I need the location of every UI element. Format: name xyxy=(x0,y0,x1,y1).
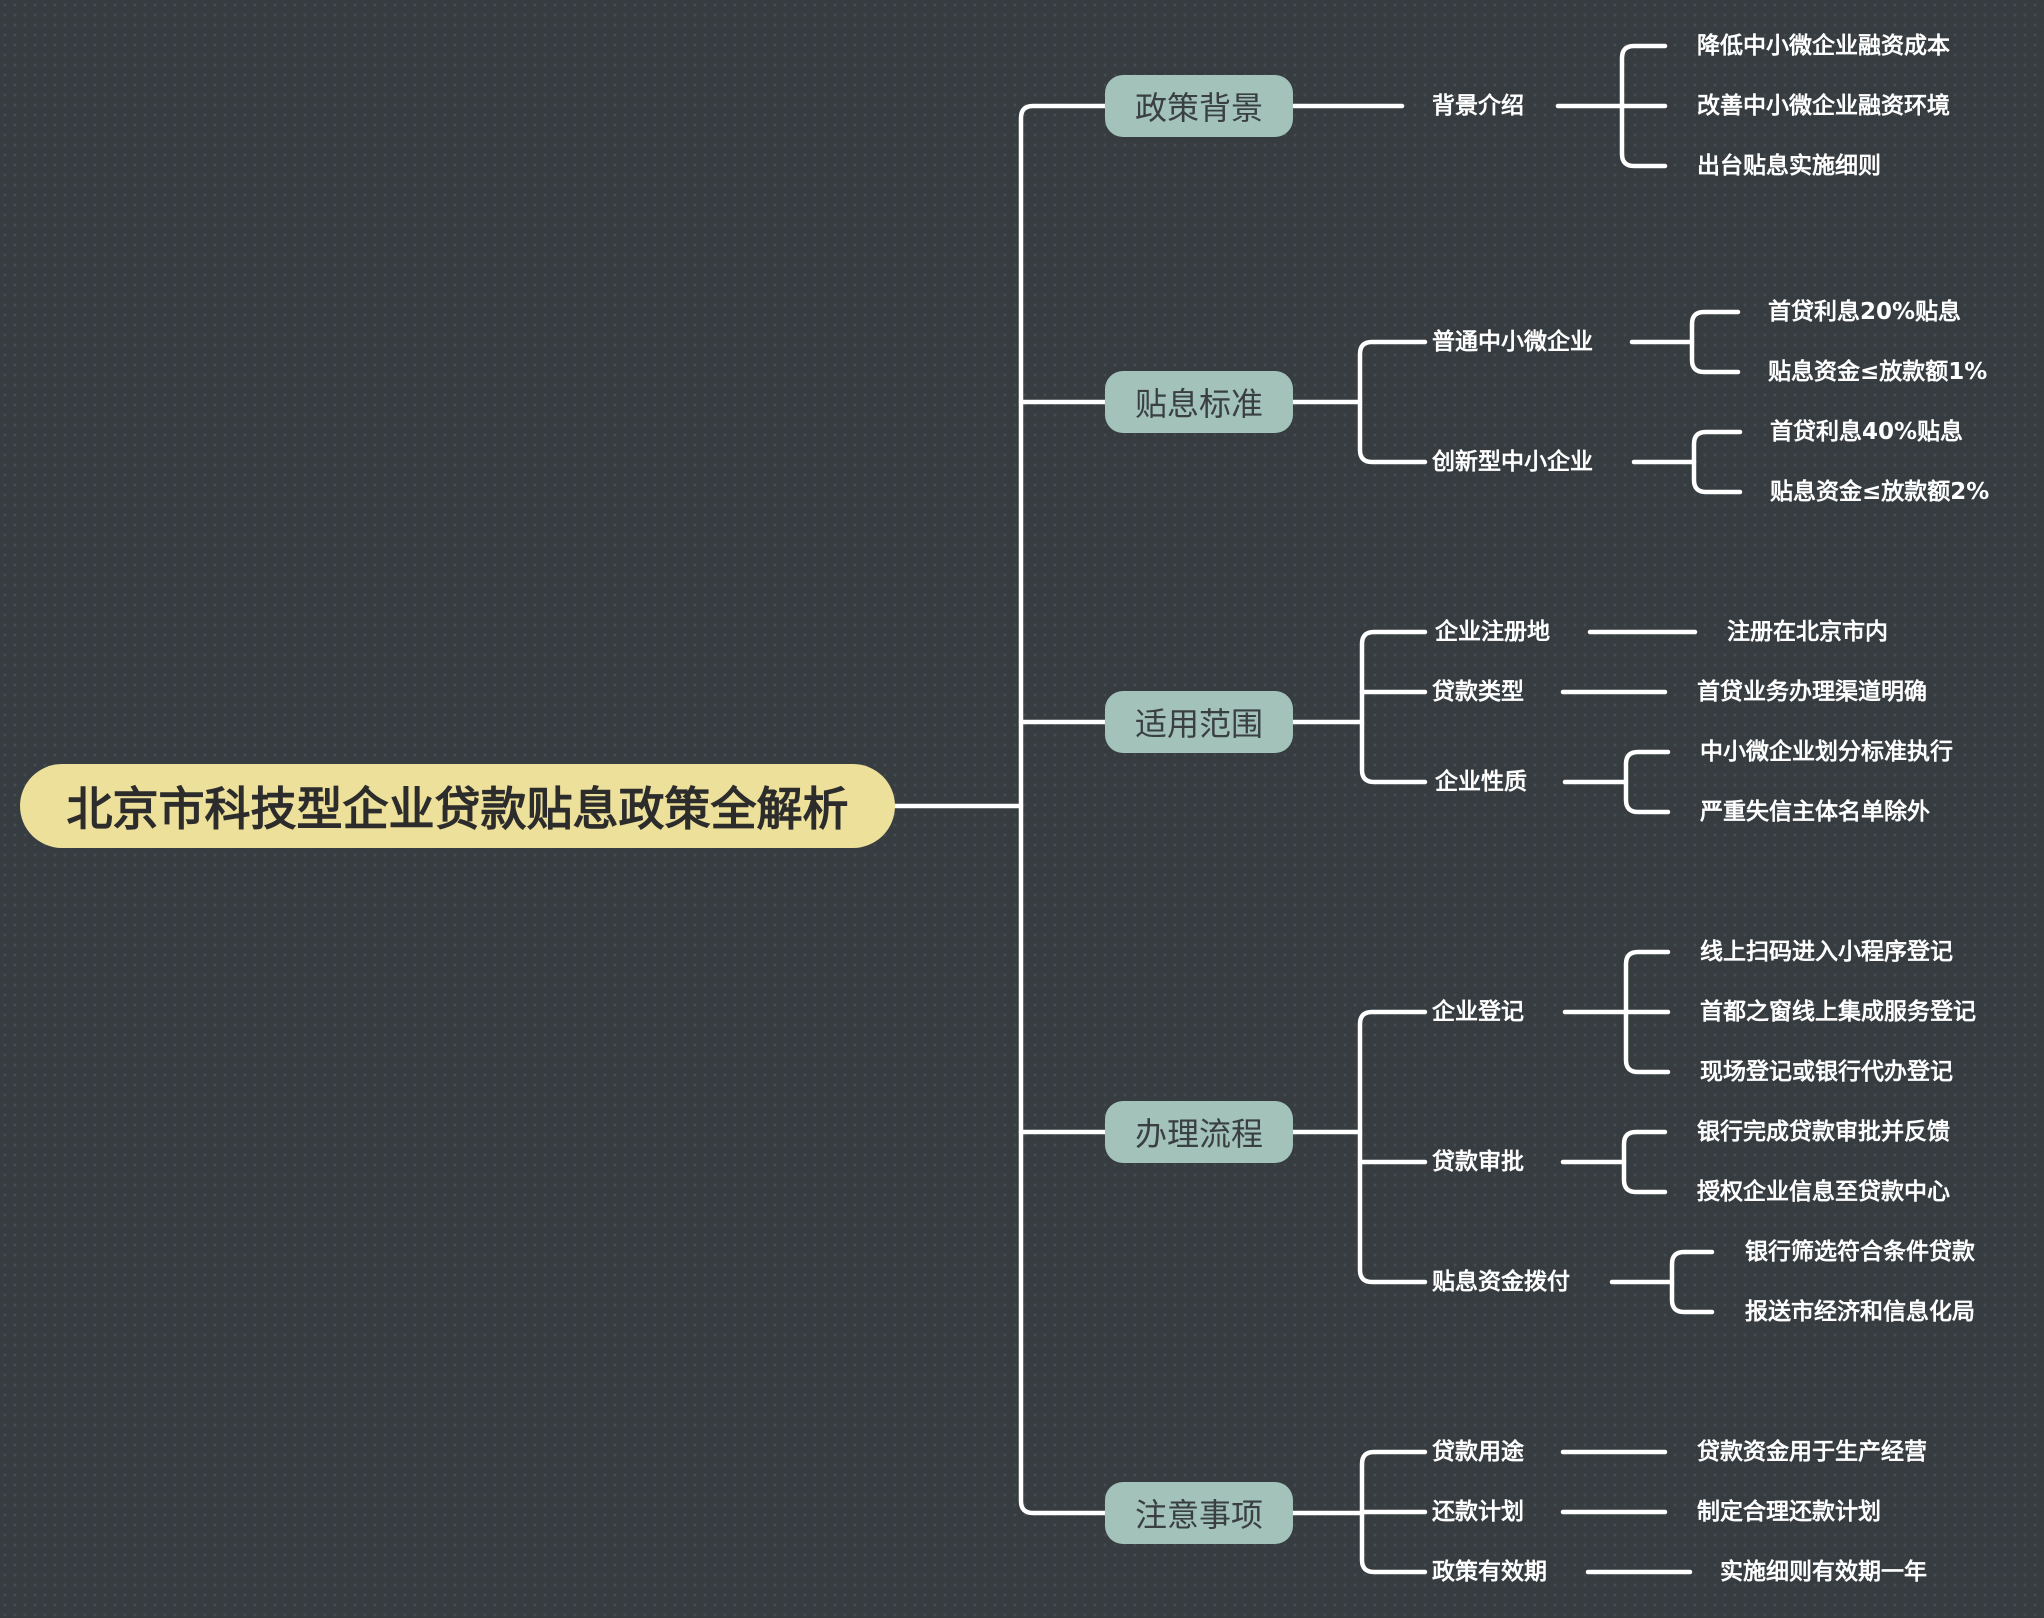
leaf-topic[interactable]: 首贷业务办理渠道明确 xyxy=(1697,679,1927,705)
leaf-topic[interactable]: 现场登记或银行代办登记 xyxy=(1700,1059,1953,1085)
connector-line xyxy=(1669,1249,1715,1315)
connector-line xyxy=(1357,339,1428,465)
connector-line xyxy=(1691,429,1743,495)
leaf-topic[interactable]: 贴息资金≤放款额1% xyxy=(1768,359,1988,385)
connector-line xyxy=(1357,1009,1428,1285)
branch-subsidy-standard[interactable]: 贴息标准 xyxy=(1105,371,1293,433)
leaf-topic[interactable]: 报送市经济和信息化局 xyxy=(1745,1299,1975,1325)
subtopic-repayment-plan[interactable]: 还款计划 xyxy=(1432,1499,1524,1525)
leaf-topic[interactable]: 银行完成贷款审批并反馈 xyxy=(1697,1119,1950,1145)
leaf-topic[interactable]: 中小微企业划分标准执行 xyxy=(1700,739,1953,765)
connector-line xyxy=(1018,103,1108,1516)
subtopic-enterprise-nature[interactable]: 企业性质 xyxy=(1435,769,1527,795)
leaf-topic[interactable]: 制定合理还款计划 xyxy=(1697,1499,1881,1525)
leaf-topic[interactable]: 严重失信主体名单除外 xyxy=(1700,799,1930,825)
leaf-topic[interactable]: 出台贴息实施细则 xyxy=(1697,153,1881,179)
subtopic-loan-type[interactable]: 贷款类型 xyxy=(1432,679,1524,705)
subtopic-loan-approval[interactable]: 贷款审批 xyxy=(1432,1149,1524,1175)
root-topic[interactable]: 北京市科技型企业贷款贴息政策全解析 xyxy=(20,764,895,848)
leaf-topic[interactable]: 贷款资金用于生产经营 xyxy=(1697,1439,1927,1465)
connector-line xyxy=(1621,1129,1668,1195)
leaf-topic[interactable]: 线上扫码进入小程序登记 xyxy=(1700,939,1953,965)
subtopic-registration-place[interactable]: 企业注册地 xyxy=(1435,619,1550,645)
leaf-topic[interactable]: 实施细则有效期一年 xyxy=(1720,1559,1927,1585)
leaf-topic[interactable]: 首都之窗线上集成服务登记 xyxy=(1700,999,1976,1025)
connector-line xyxy=(1689,309,1741,375)
branch-process[interactable]: 办理流程 xyxy=(1105,1101,1293,1163)
branch-policy-background[interactable]: 政策背景 xyxy=(1105,75,1293,137)
leaf-topic[interactable]: 授权企业信息至贷款中心 xyxy=(1697,1179,1950,1205)
leaf-topic[interactable]: 降低中小微企业融资成本 xyxy=(1697,33,1950,59)
leaf-topic[interactable]: 改善中小微企业融资环境 xyxy=(1697,93,1950,119)
leaf-topic[interactable]: 银行筛选符合条件贷款 xyxy=(1745,1239,1975,1265)
subtopic-innovative-sme[interactable]: 创新型中小企业 xyxy=(1432,449,1593,475)
subtopic-background-intro[interactable]: 背景介绍 xyxy=(1432,93,1524,119)
leaf-topic[interactable]: 贴息资金≤放款额2% xyxy=(1770,479,1990,505)
connector-line xyxy=(1359,629,1428,785)
branch-scope[interactable]: 适用范围 xyxy=(1105,691,1293,753)
subtopic-loan-purpose[interactable]: 贷款用途 xyxy=(1432,1439,1524,1465)
connector-line xyxy=(1623,749,1671,815)
leaf-topic[interactable]: 首贷利息40%贴息 xyxy=(1770,419,1964,445)
subtopic-ordinary-sme[interactable]: 普通中小微企业 xyxy=(1432,329,1593,355)
subtopic-policy-validity[interactable]: 政策有效期 xyxy=(1432,1559,1547,1585)
subtopic-enterprise-registration[interactable]: 企业登记 xyxy=(1432,999,1524,1025)
subtopic-subsidy-disbursement[interactable]: 贴息资金拨付 xyxy=(1432,1269,1570,1295)
leaf-topic[interactable]: 注册在北京市内 xyxy=(1727,619,1888,645)
leaf-topic[interactable]: 首贷利息20%贴息 xyxy=(1768,299,1962,325)
branch-notes[interactable]: 注意事项 xyxy=(1105,1482,1293,1544)
